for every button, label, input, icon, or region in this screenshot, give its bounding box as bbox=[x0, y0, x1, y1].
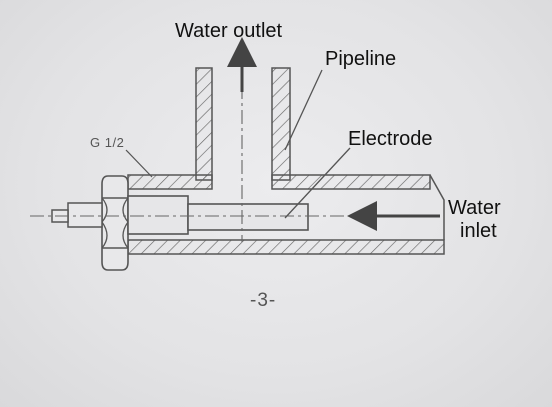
pipe-top-wall-right bbox=[271, 174, 431, 190]
pipeline-leader bbox=[284, 69, 323, 151]
electrode-label: Electrode bbox=[348, 128, 433, 150]
electrode-holder bbox=[127, 195, 189, 235]
water-outlet-label: Water outlet bbox=[175, 20, 283, 42]
thread-leader bbox=[125, 149, 153, 178]
page-number: -3- bbox=[250, 290, 277, 311]
outlet-left-wall bbox=[195, 67, 213, 181]
hex-nut bbox=[101, 175, 129, 271]
thread-size-label: G 1/2 bbox=[90, 135, 125, 150]
electrode-leader bbox=[284, 147, 351, 219]
water-inlet-label-line1: Water bbox=[448, 197, 501, 219]
outlet-right-wall bbox=[271, 67, 291, 181]
hex-nut-curve-2 bbox=[122, 197, 129, 223]
hex-nut-curve-1 bbox=[101, 197, 108, 223]
pipe-bottom-wall bbox=[127, 239, 445, 255]
inlet-flare bbox=[429, 174, 445, 240]
water-inlet-label-line2: inlet bbox=[460, 220, 497, 242]
pipeline-label: Pipeline bbox=[325, 48, 397, 70]
electrode-rod bbox=[187, 203, 309, 231]
hex-nut-curve-3 bbox=[101, 221, 108, 249]
terminal-stub bbox=[67, 202, 103, 228]
pipe-top-wall-left bbox=[127, 174, 213, 190]
hex-nut-curve-4 bbox=[122, 221, 129, 249]
